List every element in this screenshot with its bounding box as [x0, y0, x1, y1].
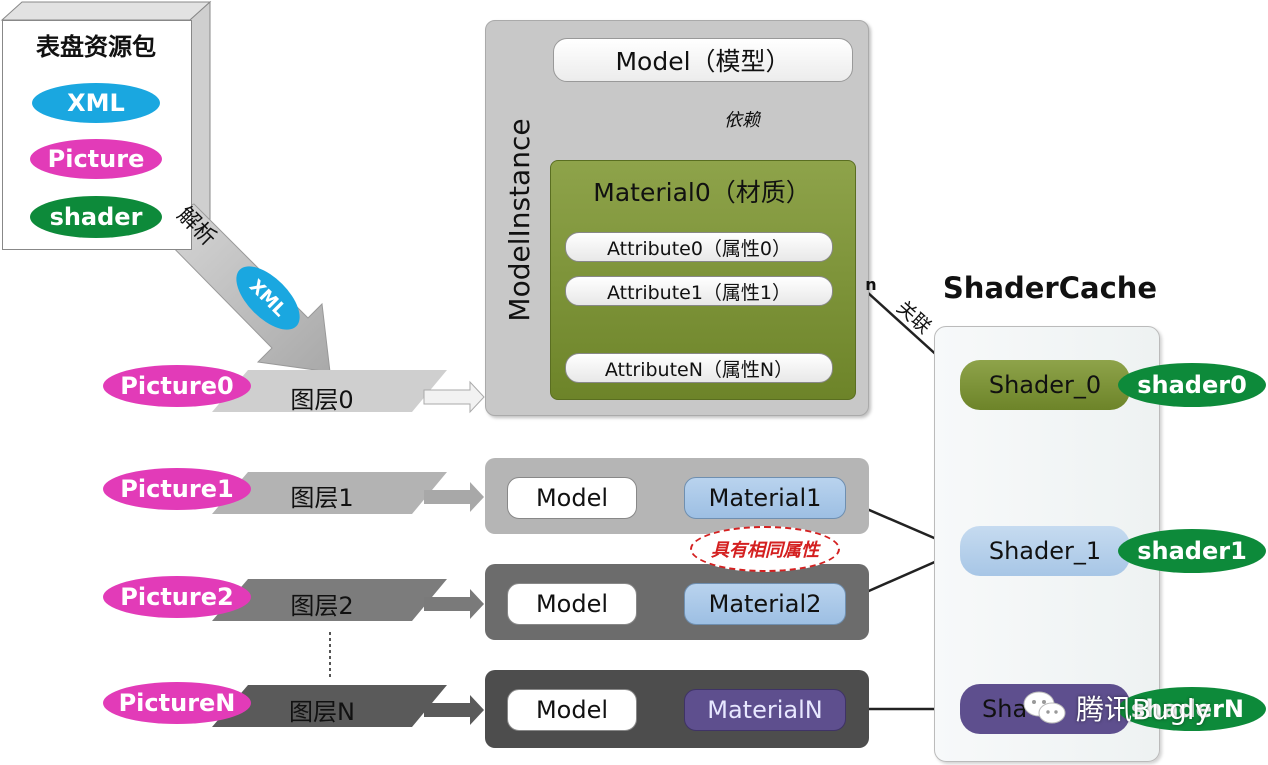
- shader-tag-n: shaderN: [1118, 687, 1266, 731]
- watermark-text: 腾讯Bugly: [1076, 693, 1212, 726]
- shader-0: Shader_0: [960, 360, 1130, 410]
- layer2-shape: [212, 579, 447, 621]
- row-n-material: MaterialN: [684, 689, 846, 731]
- attribute-0: Attribute0（属性0）: [565, 232, 833, 262]
- row-1-model: Model: [507, 477, 637, 519]
- shader-tag-0: shader0: [1118, 363, 1266, 407]
- same-attributes-badge: 具有相同属性: [690, 526, 840, 572]
- picture-n: PictureN: [103, 682, 251, 724]
- package-box-top: [0, 1, 212, 21]
- relation-n: n: [865, 274, 877, 294]
- model-box: Model（模型）: [553, 38, 853, 82]
- package-item-picture: Picture: [30, 139, 162, 179]
- layer-2: 图层2: [290, 591, 354, 620]
- picture-2: Picture2: [103, 576, 251, 618]
- model-instance-label: ModelInstance: [502, 118, 536, 322]
- picture-0: Picture0: [103, 365, 251, 407]
- shader-1: Shader_1: [960, 526, 1130, 576]
- row-2-material: Material2: [684, 583, 846, 625]
- material0-label: Material0（材质）: [593, 178, 811, 207]
- watermark: 腾讯Bugly: [1022, 688, 1252, 728]
- layer-1: 图层1: [290, 483, 354, 512]
- shader-tag-n-label: shaderN: [1131, 695, 1244, 723]
- package-title: 表盘资源包: [36, 32, 156, 61]
- shader-n-label: Sha: [982, 695, 1028, 723]
- shader-tag-1: shader1: [1118, 529, 1266, 573]
- picture-1: Picture1: [103, 468, 251, 510]
- depends-label: 依赖: [724, 110, 760, 131]
- attribute-1: Attribute1（属性1）: [565, 276, 833, 306]
- layer-n: 图层N: [289, 697, 355, 726]
- layerN-shape: [212, 685, 447, 727]
- layer1-shape: [212, 472, 447, 514]
- package-item-xml: XML: [32, 83, 160, 123]
- row-2-model: Model: [507, 583, 637, 625]
- wechat-icon: [1023, 691, 1066, 724]
- package-item-shader: shader: [30, 196, 162, 238]
- layer0-shape: [212, 370, 447, 412]
- attribute-n: AttributeN（属性N）: [565, 353, 833, 383]
- layer-arrows: [423, 380, 485, 725]
- row-n-model: Model: [507, 689, 637, 731]
- layer-0: 图层0: [290, 385, 354, 414]
- shader-cache-title: ShaderCache: [942, 271, 1158, 305]
- row-1-material: Material1: [684, 477, 846, 519]
